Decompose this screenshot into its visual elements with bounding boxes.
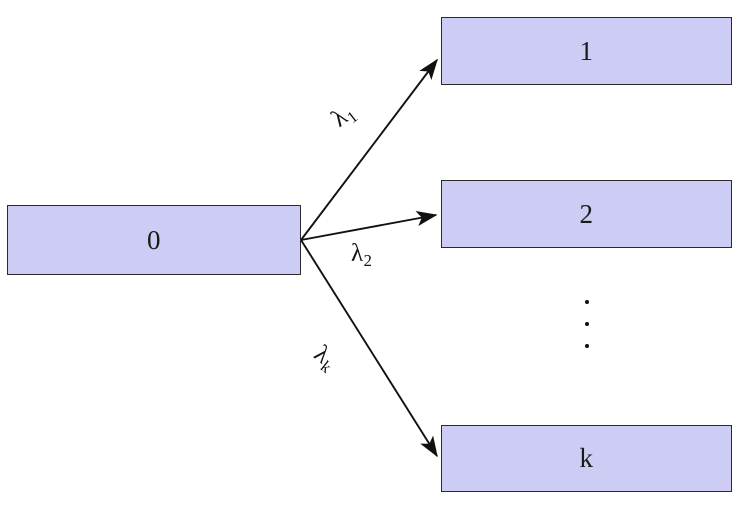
node-box-k[interactable]: k [441, 425, 732, 492]
ellipsis-dot [585, 322, 589, 326]
edge-arrow-lambda1 [300, 58, 438, 241]
node-box-2[interactable]: 2 [441, 180, 732, 248]
lambda-subscript-2: 2 [363, 250, 372, 270]
ellipsis-dot [585, 344, 589, 348]
vertical-ellipsis-icon [578, 300, 596, 348]
node-box-0[interactable]: 0 [7, 205, 301, 275]
node-label-0: 0 [147, 224, 161, 255]
edge-arrow-lambda2 [300, 211, 438, 241]
ellipsis-dot [585, 300, 589, 304]
node-label-1: 1 [579, 35, 594, 66]
node-box-1[interactable]: 1 [441, 17, 732, 85]
node-label-k: k [579, 443, 594, 473]
node-label-2: 2 [579, 198, 594, 229]
edge-label-lambda2: λ2 [351, 241, 372, 269]
edge-arrow-lambdak [300, 239, 438, 458]
lambda-symbol-2: λ [351, 240, 364, 267]
